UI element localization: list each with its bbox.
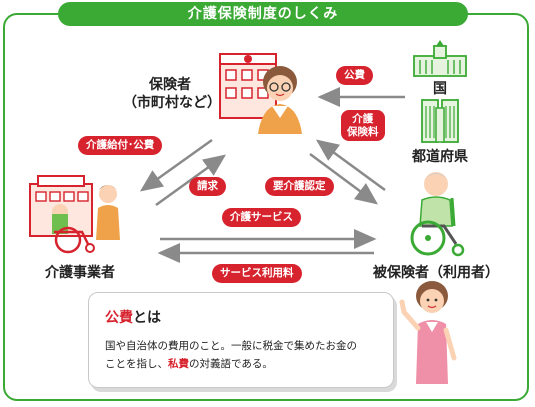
flow-public-funds-label: 公費 [344, 69, 365, 81]
flow-premium: 介護 保険料 [341, 110, 385, 142]
prefecture-label: 都道府県 [412, 149, 468, 165]
flow-premium-label-2: 保険料 [347, 125, 379, 138]
staff-icon [258, 66, 302, 134]
flow-premium-label-1: 介護 [352, 113, 374, 125]
arrow-insurer-to-insured [309, 152, 379, 205]
flow-public-funds: 公費 [336, 66, 373, 85]
flow-service-fee: サービス利用料 [212, 264, 302, 283]
flow-care-service-label: 介護サービス [230, 211, 293, 223]
provider-label: 介護事業者 [45, 265, 115, 281]
caregiver-icon [96, 185, 120, 240]
flow-benefits-label: 介護給付･公費 [86, 139, 155, 151]
note-body-2: ことを指し、 [105, 358, 168, 370]
definition-note: 公費とは 国や自治体の費用のこと。一般に税金で集めたお金の ことを指し、私費の対… [88, 292, 394, 388]
staff-woman-icon [399, 281, 457, 384]
note-body-3: の対義語である。 [189, 358, 273, 370]
city-hall-icon [219, 53, 302, 134]
wheelchair-user-icon [410, 172, 465, 257]
flow-benefits: 介護給付･公費 [78, 136, 163, 155]
insured-label: 被保険者（利用者） [373, 265, 499, 281]
flow-care-service: 介護サービス [222, 208, 301, 227]
note-body: 国や自治体の費用のこと。一般に税金で集めたお金の ことを指し、私費の対義語である… [105, 337, 385, 373]
flow-certification-label: 要介護認定 [273, 180, 326, 192]
note-title-rest: とは [133, 310, 161, 326]
flow-certification: 要介護認定 [265, 177, 334, 196]
care-facility-icon [29, 175, 120, 254]
note-title-term: 公費 [105, 310, 133, 326]
insurer-label-2: （市町村など） [123, 95, 221, 111]
note-body-term: 私費 [168, 358, 189, 370]
government-building-icon [413, 40, 467, 77]
note-body-1: 国や自治体の費用のこと。一般に税金で集めたお金の [105, 340, 357, 352]
arrow-insured-to-insurer [315, 139, 386, 192]
diagram-title: 介護保険制度のしくみ [58, 2, 468, 26]
flow-claim: 請求 [189, 177, 226, 196]
insurer-label-1: 保険者 [149, 77, 191, 93]
flow-claim-label: 請求 [197, 180, 218, 192]
office-tower-icon [421, 99, 459, 143]
arrow-insurer-to-provider [139, 138, 213, 192]
note-title: 公費とは [105, 307, 161, 327]
flow-service-fee-label: サービス利用料 [220, 267, 294, 279]
nation-label: 国 [433, 81, 447, 97]
